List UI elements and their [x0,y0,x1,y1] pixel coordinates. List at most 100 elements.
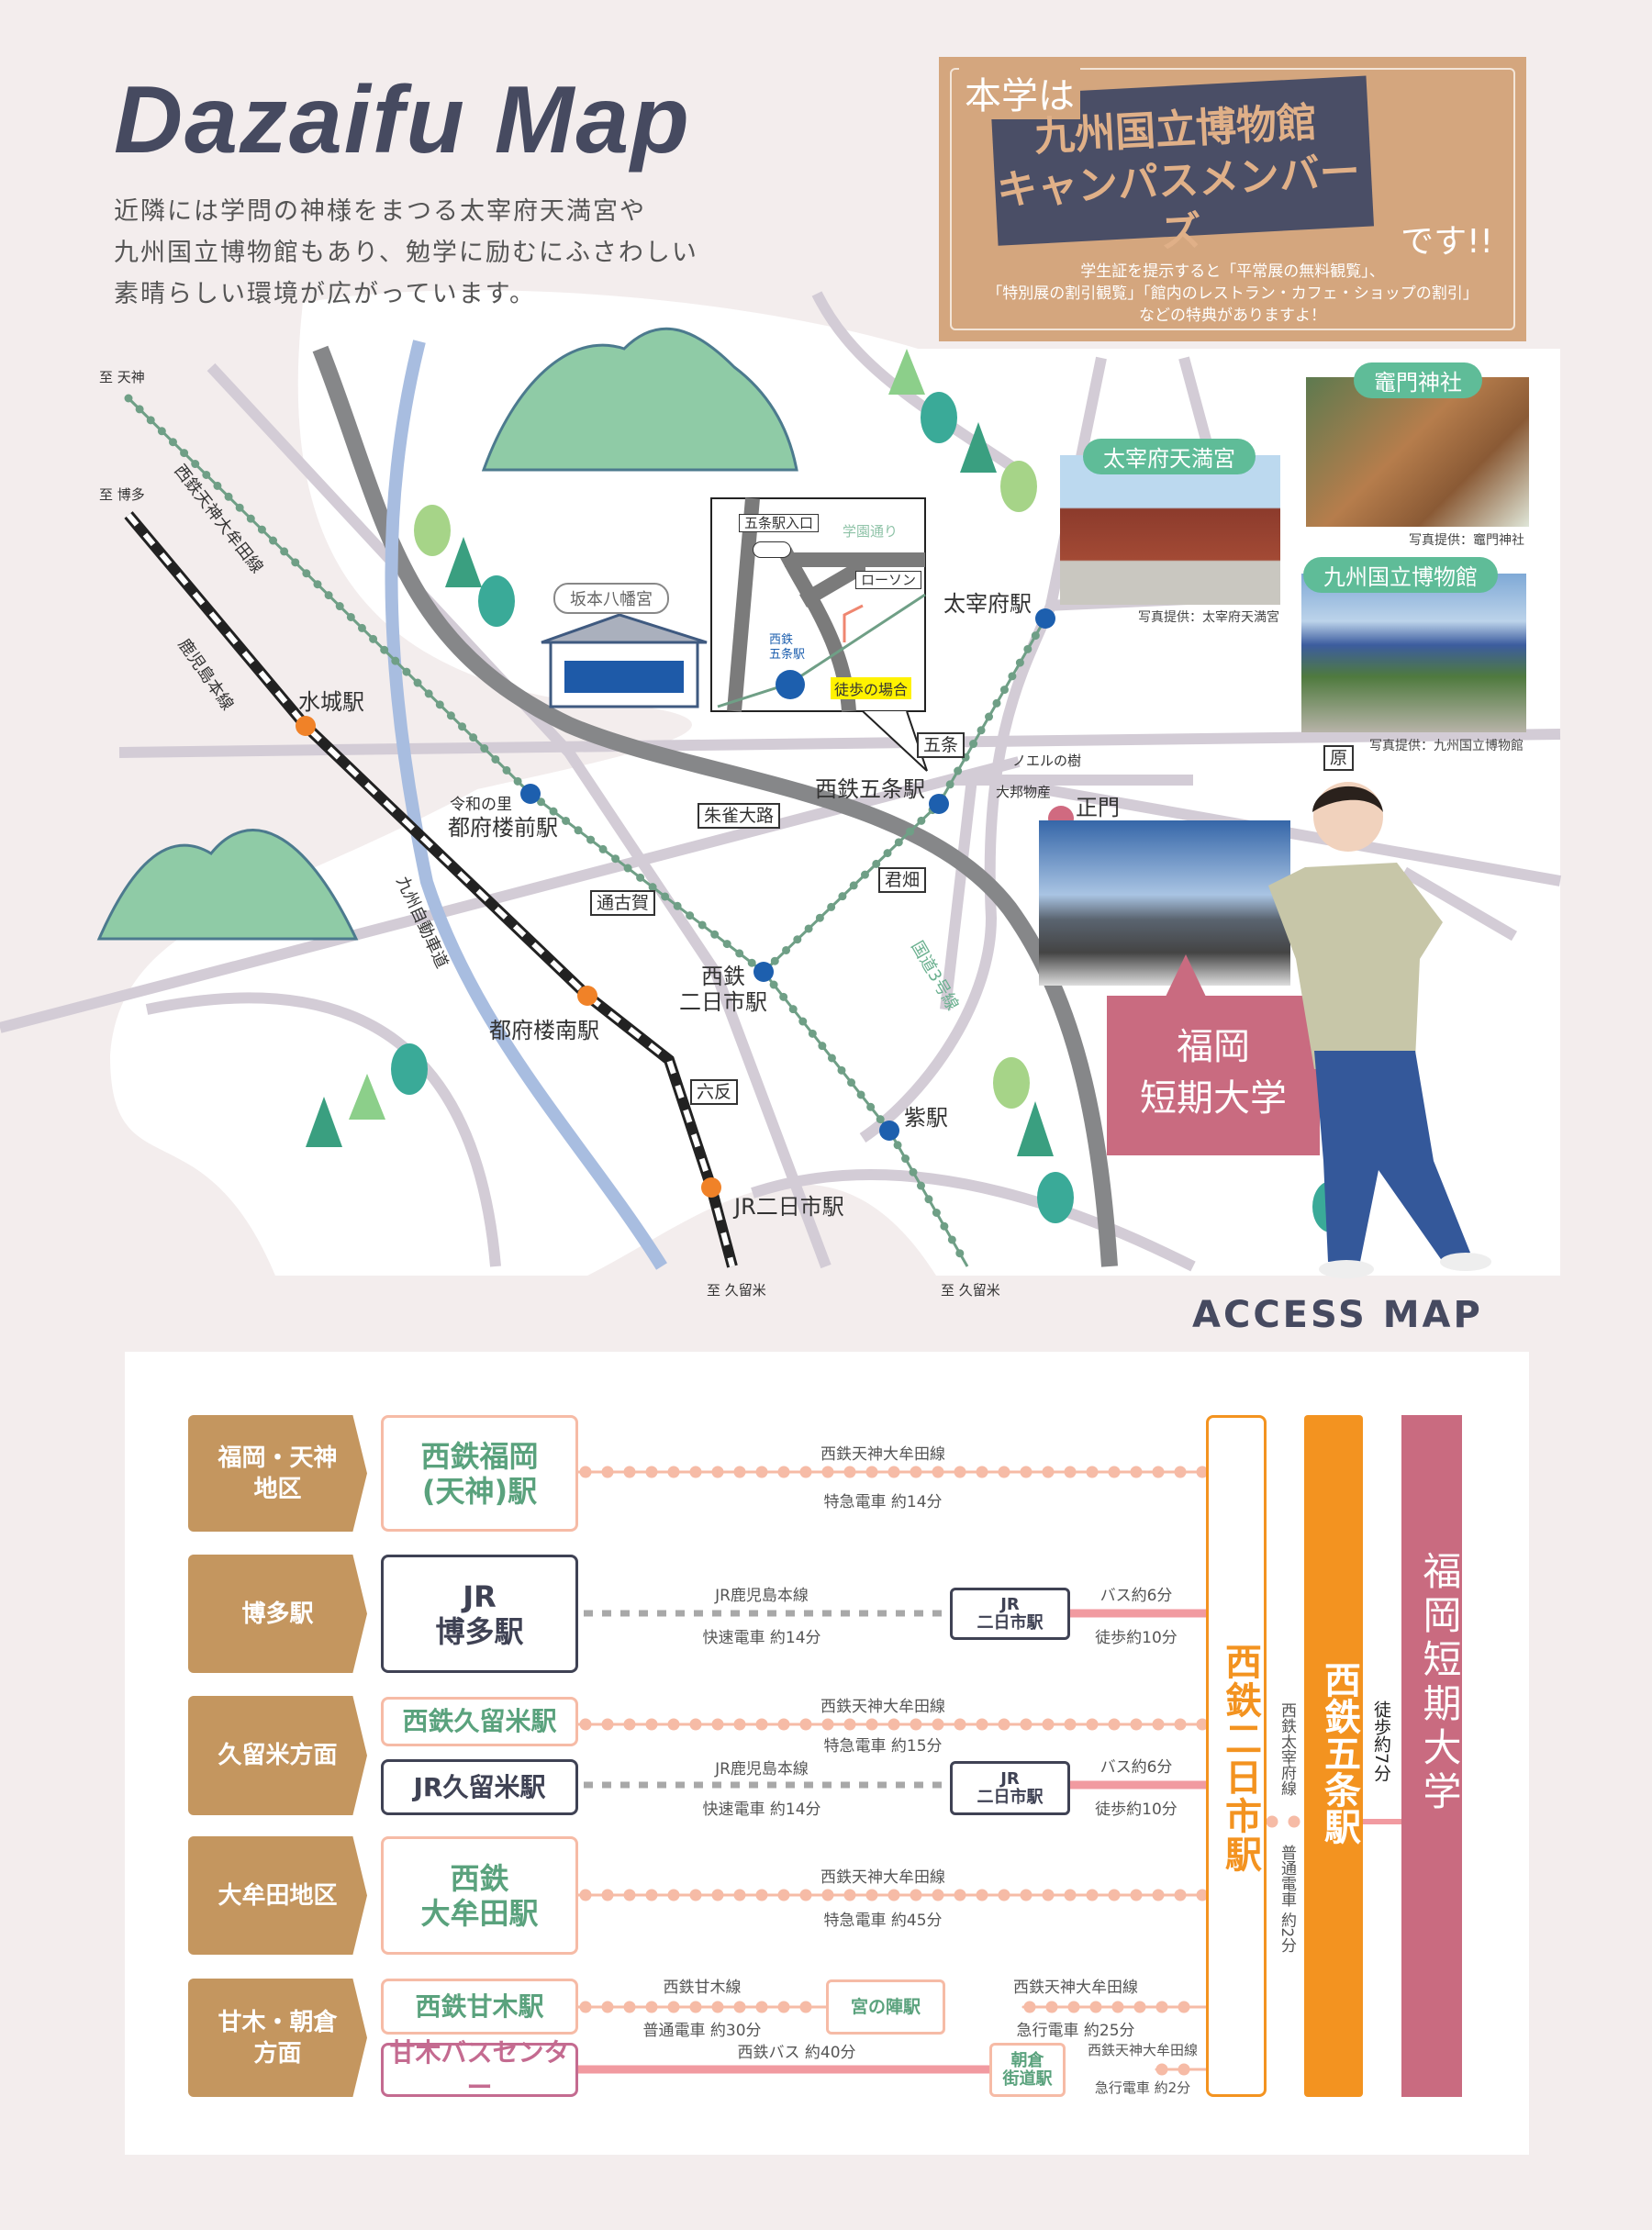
landmark-sakamoto: 坂本八幡宮 [553,583,669,614]
station-gojo: 西鉄五条駅 [815,776,925,802]
inset-walk-label: 徒歩の場合 [831,677,912,699]
bus-time: バス約6分 [1099,1758,1173,1777]
station-nishitetsu-amagi: 西鉄甘木駅 [381,1979,578,2035]
campus-label-pointer [1166,954,1206,997]
landmark-seimon: 正門 [1076,795,1120,820]
transfer-miyanojin: 宮の陣駅 [826,1979,945,2035]
route-line-name: 西鉄天神大牟田線 [1013,1979,1138,1997]
route-line-name: 西鉄天神大牟田線 [820,1868,945,1887]
intersection-hara: 原 [1323,745,1355,771]
route-time: 快速電車 約14分 [702,1801,821,1819]
photo-kyushu-museum [1301,574,1526,732]
photo-tag: 太宰府天満宮 [1083,439,1256,474]
campus-label: 福岡 短期大学 [1107,996,1320,1155]
route-line-name: 西鉄天神大牟田線 [1087,2042,1199,2058]
station-nishitetsu-omuta: 西鉄 大牟田駅 [381,1836,578,1955]
direction-kurume: 至 久留米 [707,1282,766,1299]
transfer-jr-futsukaichi: JR 二日市駅 [950,1588,1070,1640]
jr-line [124,511,738,1268]
route-line-jr [584,1610,950,1789]
promo-details: 学生証を提示すると「平常展の無料観覧」、「特別展の割引観覧」「館内のレストラン・… [987,262,1479,325]
inset-station: 西鉄 五条駅 [769,633,806,662]
kyushu-expressway [385,340,667,1270]
station-murasaki: 紫駅 [904,1105,948,1131]
intro-line: 素晴らしい環境が広がっています。 [114,280,536,308]
transfer-asakura-kaido: 朝倉 街道駅 [989,2043,1066,2097]
campus-members-banner: 本学は 九州国立博物館キャンパスメンバーズ です!! 学生証を提示すると「平常展… [939,57,1526,341]
station-dazaifu: 太宰府駅 [943,591,1032,617]
photo-campus [1039,820,1290,986]
traffic-light-icon [753,541,791,558]
area-tab-fukuoka: 福岡・天神 地区 [188,1415,367,1532]
promo-suffix: です!! [1401,223,1493,261]
direction-tenjin: 至 天神 [99,369,145,385]
area-tab-kurume: 久留米方面 [188,1696,367,1815]
intersection-gojo: 五条 [917,732,966,758]
student-photo [1268,782,1491,1278]
station-nishitetsu-fukuoka: 西鉄福岡 (天神)駅 [381,1415,578,1532]
walk-time: 徒歩約7分 [1367,1698,1396,1785]
intersection-suzaku: 朱雀大路 [698,803,781,829]
expressway-route [312,345,1118,1267]
station-jr-kurume: JR久留米駅 [381,1759,578,1815]
station-tofuromae-sub: 令和の里 [450,796,512,814]
intersection-rokutan: 六反 [690,1079,739,1105]
area-tab-hakata: 博多駅 [188,1555,367,1673]
intersection-tokoga: 通古賀 [590,890,656,916]
route-line-name: 西鉄天神大牟田線 [820,1445,945,1464]
mountain-top [481,327,798,472]
photo-credit: 写真提供：太宰府天満宮 [1138,610,1279,625]
link-time: 普通電車 約2分 [1278,1845,1296,1954]
destination-column [1401,1415,1462,2097]
station-tofuronami: 都府楼南駅 [489,1018,599,1043]
link-line-name: 西鉄太宰府線 [1278,1702,1296,1796]
intro-line: 九州国立博物館もあり、勉学に励むにふさわしい [114,239,698,267]
inset-map [710,497,928,772]
route-line-name: 西鉄バス 約40分 [737,2044,856,2062]
route-line-name: 西鉄甘木線 [663,1979,742,1997]
bus-time: バス約6分 [1099,1587,1173,1605]
station-jr-hakata: JR 博多駅 [381,1555,578,1673]
route-dots [579,1466,1311,2076]
direction-kurume: 至 久留米 [941,1282,1000,1299]
route-line-bus [578,1609,1401,2074]
access-map-heading: ACCESS MAP [1192,1294,1483,1336]
station-jr-futsukaichi: JR二日市駅 [734,1194,844,1220]
inset-entrance: 五条駅入口 [739,514,820,532]
area-tab-amagi: 甘木・朝倉 方面 [188,1979,367,2097]
station-nishitetsu-kurume: 西鉄久留米駅 [381,1697,578,1746]
transfer-jr-futsukaichi: JR 二日市駅 [950,1761,1070,1815]
area-tab-omuta: 大牟田地区 [188,1836,367,1955]
hub-futsukaichi-box [1206,1415,1267,2097]
route-time: 特急電車 約45分 [823,1912,943,1930]
shrine-building [541,613,708,708]
station-amagi-bus-center: 甘木バスセンター [381,2037,578,2102]
route-time: 急行電車 約25分 [1016,2022,1135,2040]
route-time: 急行電車 約2分 [1094,2079,1191,2096]
walk-time: 徒歩約10分 [1095,1801,1178,1819]
gojo-column [1304,1415,1363,2097]
mountain-left [96,829,359,941]
trees [306,349,1349,1232]
direction-hakata: 至 博多 [99,486,145,503]
landmark-noel: ノエルの樹 [1012,753,1082,769]
walk-time: 徒歩約10分 [1095,1629,1178,1647]
route-time: 快速電車 約14分 [702,1629,821,1647]
page-title: Dazaifu Map [114,67,691,173]
route-line-name: 西鉄天神大牟田線 [820,1698,945,1716]
intro-line: 近隣には学問の神様をまつる太宰府天満宮や [114,197,646,226]
station-mizuki: 水城駅 [298,689,364,715]
station-nishitetsu-futsukaichi: 西鉄 二日市駅 [679,964,767,1015]
route-time: 特急電車 約15分 [823,1737,943,1756]
photo-credit: 写真提供：竈門神社 [1409,533,1524,548]
route-time: 普通電車 約30分 [642,2022,762,2040]
inset-street: 学園通り [843,523,899,540]
route-line-name: JR鹿児島本線 [715,1760,809,1778]
station-tofuromae: 都府楼前駅 [448,815,558,841]
route-line-name: JR鹿児島本線 [715,1587,809,1605]
gojo-label: 西鉄五条駅 [1318,1661,1360,1845]
landmark-taiho: 大邦物産 [996,784,1052,800]
photo-credit: 写真提供：九州国立博物館 [1369,739,1524,753]
intersection-kimibata: 君畑 [878,867,927,893]
